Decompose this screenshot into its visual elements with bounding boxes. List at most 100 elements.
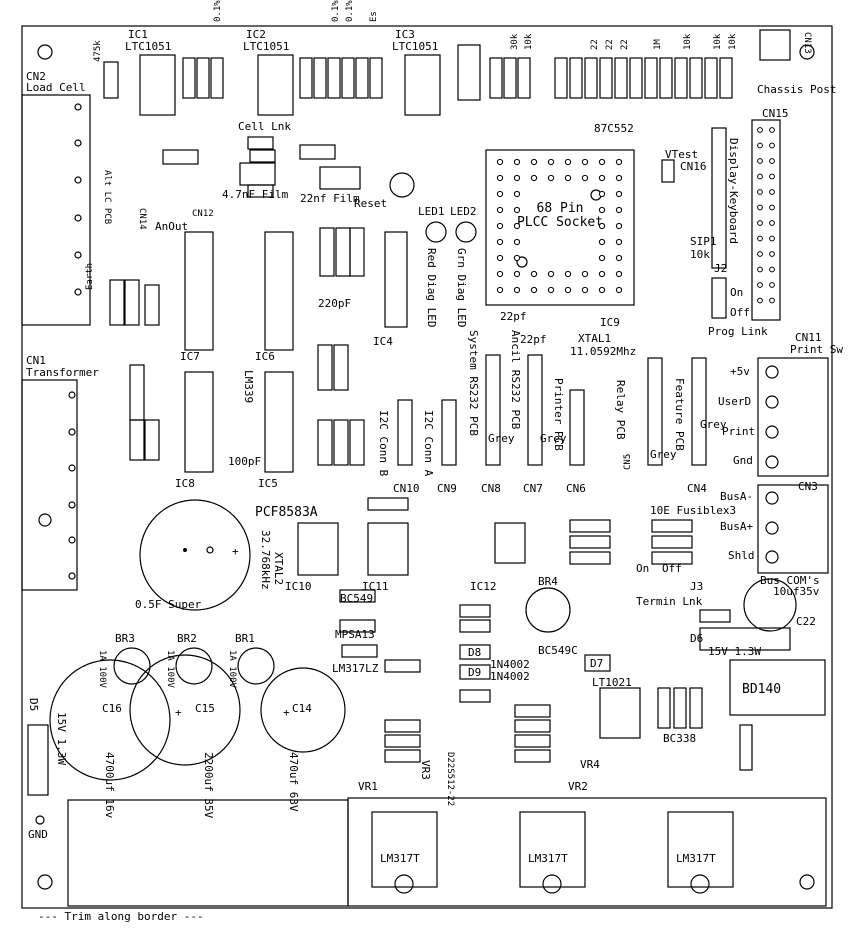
pad bbox=[769, 266, 775, 273]
vr2-regulator: LM317T VR2 bbox=[568, 780, 734, 894]
br1-label: BR1 bbox=[235, 632, 255, 645]
c16-body bbox=[49, 659, 171, 781]
lm317lz-label: LM317LZ bbox=[332, 662, 379, 675]
resistor-body bbox=[514, 704, 551, 718]
pad bbox=[581, 270, 589, 278]
pad bbox=[769, 127, 775, 133]
vr3-label: VR3 bbox=[419, 760, 432, 780]
pad bbox=[547, 174, 555, 182]
pad bbox=[769, 235, 775, 242]
vr1-regulator: LM317T VR1 bbox=[358, 780, 438, 894]
ic8-label: IC8 bbox=[175, 477, 195, 490]
resistor-body bbox=[299, 144, 336, 160]
pad bbox=[513, 270, 521, 278]
cn1-block bbox=[21, 379, 78, 591]
cn11-body bbox=[757, 357, 829, 477]
cn1-label: CN1 bbox=[26, 354, 46, 367]
bus-pin-3: Shld bbox=[728, 549, 755, 562]
pad bbox=[757, 220, 763, 226]
pad bbox=[581, 286, 589, 294]
resistor-body bbox=[459, 689, 491, 703]
fusible-label: 10E Fusiblex3 bbox=[650, 504, 736, 517]
pad bbox=[496, 222, 504, 230]
pad bbox=[615, 254, 623, 262]
print-sw-pin-1: +5v bbox=[730, 365, 750, 378]
resistor-body bbox=[384, 734, 421, 748]
bus-pin-1: BusA- bbox=[720, 490, 753, 503]
reset-button[interactable] bbox=[389, 172, 415, 198]
pad bbox=[757, 189, 763, 195]
cn14-label: CN14 bbox=[137, 208, 147, 230]
n4002-label-2: 1N4002 bbox=[490, 670, 530, 683]
sip1-label: SIP1 bbox=[690, 235, 717, 248]
res-val: 22 bbox=[605, 39, 615, 50]
red-led bbox=[425, 221, 447, 243]
ic10-label: IC10 bbox=[285, 580, 312, 593]
c16-value: 4700uf 16v bbox=[103, 752, 116, 819]
c3-body bbox=[319, 166, 361, 190]
pad bbox=[598, 190, 606, 198]
pad bbox=[598, 286, 606, 294]
ic6-body bbox=[264, 231, 294, 351]
cn13-label: CN13 bbox=[802, 32, 812, 54]
ic10-body bbox=[297, 522, 339, 576]
d6-value: 15V 1.3W bbox=[708, 645, 761, 658]
led2-label: LED2 bbox=[450, 205, 477, 218]
j3-off: Off bbox=[662, 562, 682, 575]
pad bbox=[615, 158, 623, 166]
resistor-body bbox=[514, 734, 551, 748]
res-val: 0.1% bbox=[345, 0, 355, 22]
plus-icon: + bbox=[232, 545, 239, 558]
br3-label: BR3 bbox=[115, 632, 135, 645]
br4-label: BR4 bbox=[538, 575, 558, 588]
anout-label: AnOut bbox=[155, 220, 188, 233]
pad bbox=[757, 266, 763, 273]
resistor-body bbox=[319, 227, 335, 277]
res-val: 0.1% bbox=[331, 0, 341, 22]
cn2-label: CN2 bbox=[26, 70, 46, 83]
super-cap bbox=[139, 499, 251, 611]
pad bbox=[598, 174, 606, 182]
j3-label: J3 bbox=[690, 580, 703, 593]
pad bbox=[615, 270, 623, 278]
resistor-body bbox=[109, 279, 125, 326]
i2c-a-label: I2C Conn A bbox=[422, 410, 435, 477]
top-resistors-left bbox=[103, 57, 383, 99]
pad bbox=[615, 206, 623, 214]
pad bbox=[769, 297, 775, 304]
pad bbox=[615, 238, 623, 246]
resistor-body bbox=[162, 149, 199, 165]
vr1-label: VR1 bbox=[358, 780, 378, 793]
c14-plus-icon: + bbox=[283, 706, 290, 719]
pad bbox=[598, 206, 606, 214]
print-sw-pin-2: UserD bbox=[718, 395, 751, 408]
resistor-body bbox=[699, 609, 731, 623]
bc338-label: BC338 bbox=[663, 732, 696, 745]
cn8-label: CN8 bbox=[481, 482, 501, 495]
bus-pin-2: BusA+ bbox=[720, 520, 753, 533]
pad bbox=[496, 206, 504, 214]
c2-value: 4.7nF Film bbox=[222, 188, 289, 201]
ic7-label: IC7 bbox=[180, 350, 200, 363]
pad bbox=[757, 251, 763, 257]
pad bbox=[769, 158, 775, 164]
plcc-label-2: PLCC Socket bbox=[517, 215, 603, 230]
pad bbox=[615, 222, 623, 230]
c15-label: C15 bbox=[195, 702, 215, 715]
grey-label-4: Grey bbox=[700, 418, 727, 431]
earth-label: Earth bbox=[85, 263, 95, 290]
resistor-body bbox=[384, 719, 421, 733]
pad bbox=[598, 270, 606, 278]
d9-body bbox=[459, 664, 491, 680]
j2-on: On bbox=[730, 286, 743, 299]
cn11-label: CN11 bbox=[795, 331, 822, 344]
cn4-label: CN4 bbox=[687, 482, 707, 495]
resistor-body bbox=[514, 719, 551, 733]
ic5-body bbox=[264, 371, 294, 473]
bd140-body bbox=[729, 659, 826, 716]
ic5-label: IC5 bbox=[258, 477, 278, 490]
display-keyboard-label: Display-Keyboard bbox=[727, 138, 740, 244]
c4-body bbox=[457, 44, 481, 101]
pad bbox=[615, 174, 623, 182]
d6-label: D6 bbox=[690, 632, 703, 645]
